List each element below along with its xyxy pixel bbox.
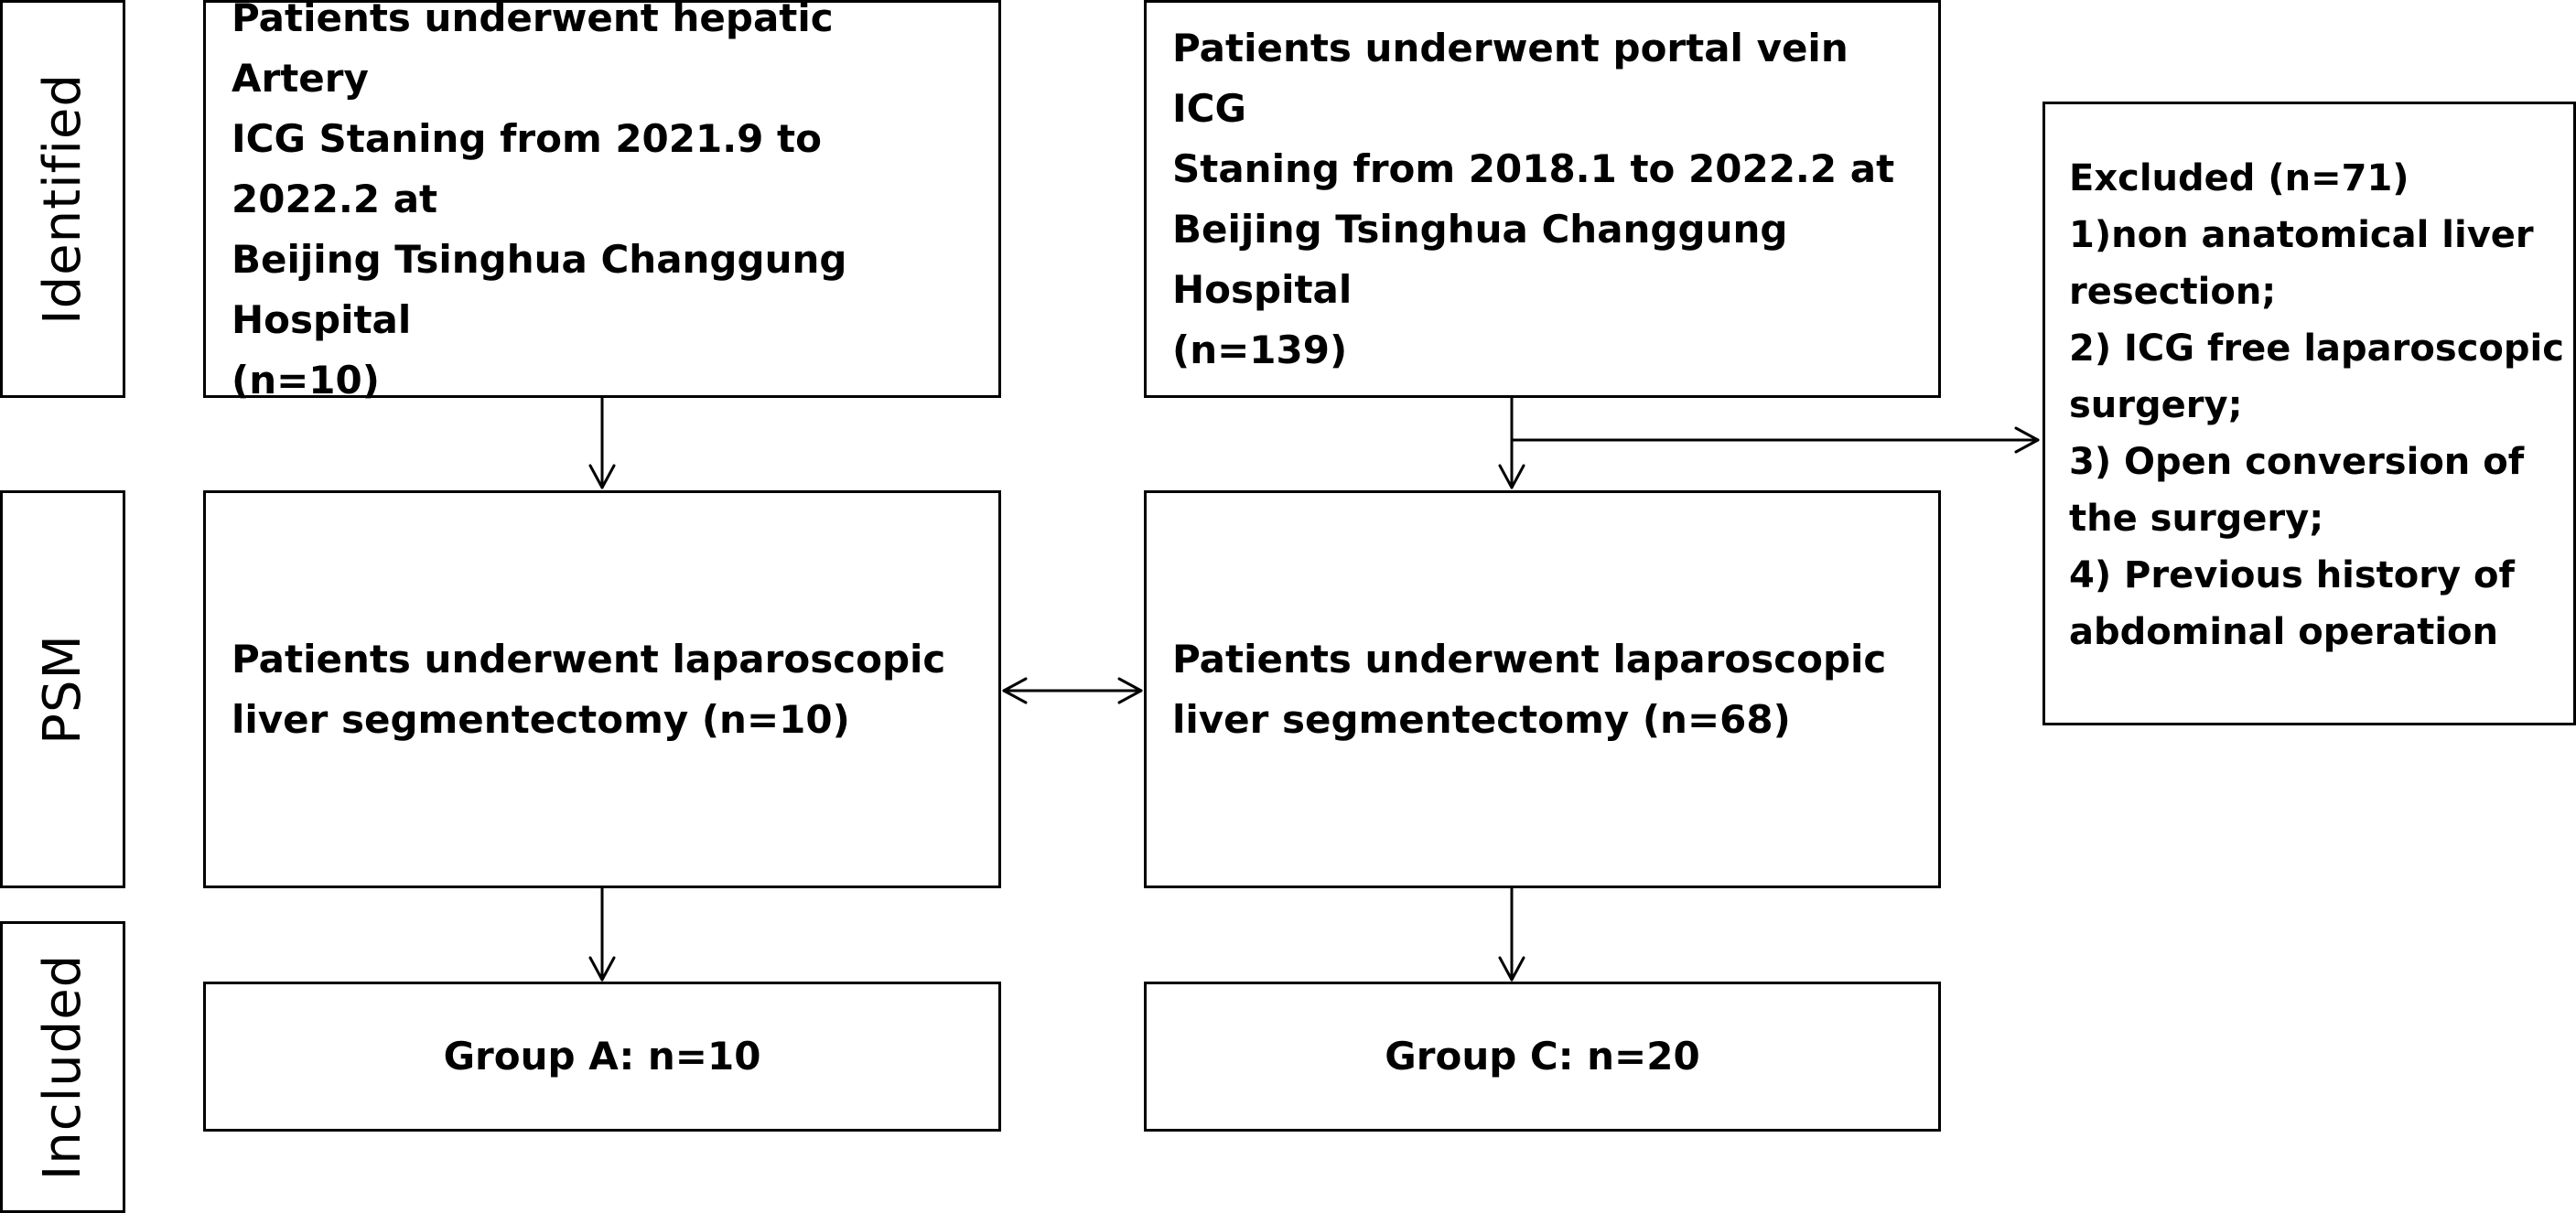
arrow-portal-identified-to-psm: [1498, 396, 1525, 489]
portal-psm-box: Patients underwent laparoscopic liver se…: [1144, 490, 1941, 888]
artery-psm-text: Patients underwent laparoscopic liver se…: [232, 636, 946, 742]
excluded-item-3: 3) Open conversion of the surgery;: [2069, 441, 2525, 540]
portal-identified-text: Patients underwent portal vein ICG Stani…: [1172, 25, 1895, 372]
excluded-item-4: 4) Previous history of abdominal operati…: [2069, 554, 2515, 653]
double-arrow-psm-comparison: [1002, 677, 1143, 704]
excluded-box: Excluded (n=71) 1)non anatomical liver r…: [2042, 102, 2576, 725]
stage-psm: PSM: [0, 490, 125, 888]
group-c-box: Group C: n=20: [1144, 982, 1941, 1132]
group-c-text: Group C: n=20: [1385, 1034, 1700, 1079]
stage-identified: Identified: [0, 0, 125, 398]
group-a-text: Group A: n=10: [443, 1034, 761, 1079]
artery-psm-box: Patients underwent laparoscopic liver se…: [203, 490, 1001, 888]
stage-included: Included: [0, 921, 125, 1213]
portal-psm-text: Patients underwent laparoscopic liver se…: [1172, 636, 1887, 742]
excluded-item-2: 2) ICG free laparoscopic surgery;: [2069, 327, 2564, 426]
arrow-artery-identified-to-psm: [588, 396, 616, 489]
arrow-to-excluded: [1510, 426, 2040, 454]
artery-identified-box: Patients underwent hepatic Artery ICG St…: [203, 0, 1001, 403]
excluded-item-1: 1)non anatomical liver resection;: [2069, 214, 2534, 313]
arrow-artery-psm-to-group-a: [588, 886, 616, 982]
artery-identified-text: Patients underwent hepatic Artery ICG St…: [232, 0, 847, 403]
arrow-portal-psm-to-group-c: [1498, 886, 1525, 982]
portal-identified-box: Patients underwent portal vein ICG Stani…: [1144, 0, 1941, 398]
excluded-title: Excluded (n=71): [2069, 157, 2409, 199]
group-a-box: Group A: n=10: [203, 982, 1001, 1132]
